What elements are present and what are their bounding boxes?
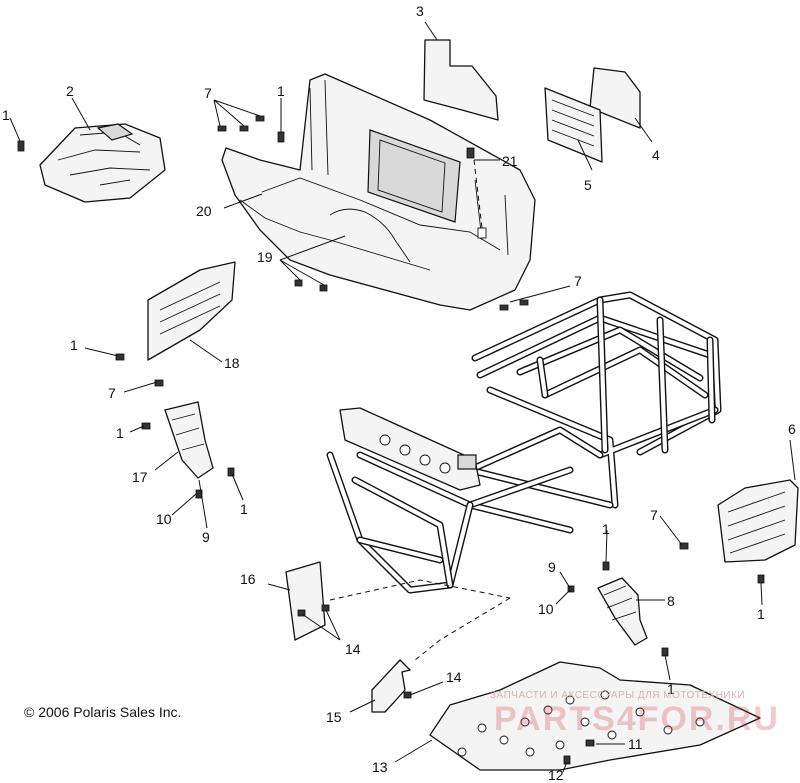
callout-21: 21 — [502, 153, 518, 169]
callout-labels: 1 2 3 4 5 7 1 21 20 19 7 1 18 7 1 17 10 … — [2, 3, 796, 783]
bracket-part-17 — [164, 401, 214, 479]
callout-1: 1 — [757, 606, 765, 622]
plate-part-15 — [371, 659, 411, 713]
callout-6: 6 — [788, 421, 796, 437]
callout-20: 20 — [196, 203, 212, 219]
callout-10: 10 — [156, 511, 172, 527]
watermark-logo: PARTS4FOR.RU — [494, 700, 780, 738]
callout-18: 18 — [224, 355, 240, 371]
callout-7: 7 — [108, 385, 116, 401]
callout-11: 11 — [628, 736, 643, 752]
callout-8: 8 — [667, 593, 675, 609]
bracket-part-8 — [597, 577, 648, 646]
callout-1: 1 — [2, 107, 10, 123]
callout-16: 16 — [240, 571, 256, 587]
callout-9: 9 — [548, 559, 556, 575]
callout-12: 12 — [548, 767, 564, 783]
floor-panel-part — [429, 661, 761, 771]
cargo-box-part — [221, 73, 536, 311]
callout-9: 9 — [202, 529, 210, 545]
main-frame-part — [326, 291, 722, 594]
callout-3: 3 — [416, 3, 424, 19]
right-panel-part — [717, 479, 799, 563]
callout-1: 1 — [70, 337, 78, 353]
callout-19: 19 — [257, 249, 273, 265]
callout-1: 1 — [240, 501, 248, 517]
decal-part-4 — [589, 67, 641, 129]
callout-13: 13 — [372, 759, 388, 775]
side-panel-part — [147, 261, 236, 361]
fastener-group — [17, 115, 765, 765]
callout-17: 17 — [132, 469, 148, 485]
vent-panel-part — [544, 87, 603, 163]
callout-15: 15 — [326, 709, 342, 725]
callout-1: 1 — [116, 425, 124, 441]
callout-1: 1 — [602, 521, 610, 537]
watermark-tagline: ЗАПЧАСТИ И АКСЕССУАРЫ ДЛЯ МОТОТЕХНИКИ — [490, 690, 746, 701]
copyright-text: © 2006 Polaris Sales Inc. — [24, 704, 182, 720]
plate-part-16 — [285, 561, 326, 641]
decal-part-3 — [423, 39, 499, 121]
callout-1: 1 — [277, 83, 285, 99]
callout-7: 7 — [650, 507, 658, 523]
front-cover-part — [39, 123, 166, 203]
callout-2: 2 — [66, 83, 74, 99]
callout-10: 10 — [538, 601, 554, 617]
callout-4: 4 — [652, 147, 660, 163]
callout-7: 7 — [204, 85, 212, 101]
callout-14: 14 — [446, 669, 462, 685]
callout-5: 5 — [584, 177, 592, 193]
leader-lines — [9, 21, 796, 773]
callout-7: 7 — [574, 273, 582, 289]
callout-1: 1 — [667, 681, 675, 697]
callout-14: 14 — [345, 641, 361, 657]
